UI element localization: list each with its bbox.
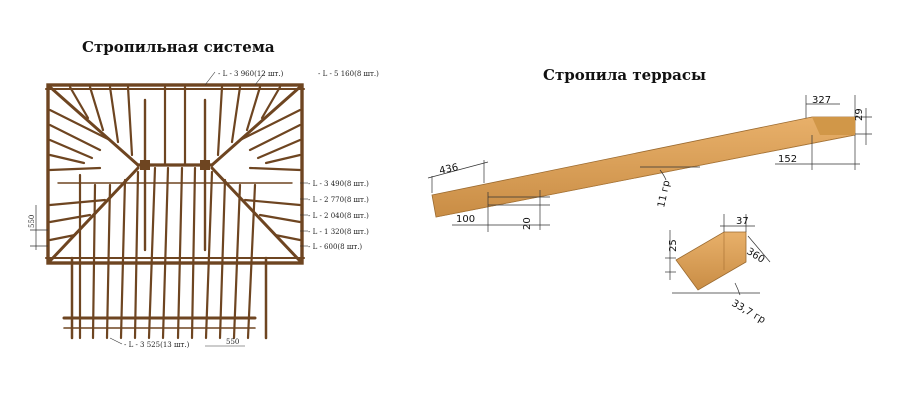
rafter-label-2040: - L - 2 040(8 шт.) — [308, 212, 369, 220]
dim-37: 37 — [736, 216, 749, 227]
plan-side-dim-label: 550 — [28, 215, 36, 228]
rafter-label-3490: - L - 3 490(8 шт.) — [308, 180, 369, 188]
dim-360: 360 — [744, 246, 766, 265]
rafter-end-detail — [675, 231, 747, 291]
terrace-rafters-title: Стропила террасы — [543, 66, 707, 84]
rafter-label-5160: - L - 5 160(8 шт.) — [318, 70, 379, 78]
dim-25: 25 — [668, 239, 679, 252]
rafter-label-3960: - L - 3 960(12 шт.) — [218, 70, 284, 78]
outer-wall-plate — [46, 83, 304, 265]
roof-plan — [45, 83, 305, 340]
rafter-label-1320: - L - 1 320(8 шт.) — [308, 228, 369, 236]
angle-11: 11 гр — [656, 179, 672, 208]
dim-327: 327 — [812, 95, 831, 106]
plan-bottom-dim-label: 550 — [226, 338, 239, 346]
rafter-label-3525: - L - 3 525(13 шт.) — [124, 341, 190, 349]
dim-20: 20 — [522, 217, 533, 230]
dim-436: 436 — [438, 162, 459, 177]
dim-152: 152 — [778, 154, 797, 165]
angle-33-7: 33,7 гр — [730, 298, 768, 326]
rafter-label-2770: - L - 2 770(8 шт.) — [308, 196, 369, 204]
dim-100: 100 — [456, 214, 475, 225]
plan-side-dimension — [30, 205, 48, 250]
roof-system-title: Стропильная система — [82, 38, 275, 56]
rafter-label-600: - L - 600(8 шт.) — [308, 243, 362, 251]
dim-29: 29 — [854, 108, 865, 121]
